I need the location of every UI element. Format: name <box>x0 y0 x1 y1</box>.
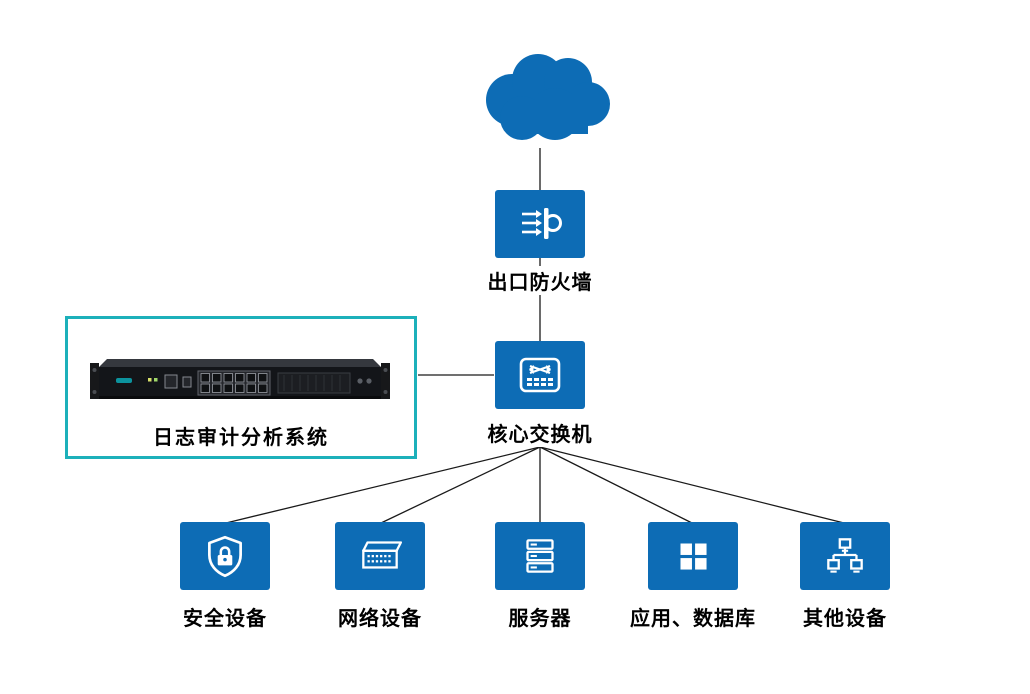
server-icon <box>526 539 554 573</box>
log-audit-system-label: 日志审计分析系统 <box>153 427 329 449</box>
shield-lock-icon <box>208 535 242 578</box>
security-devices-node <box>180 522 270 590</box>
firewall-label: 出口防火墙 <box>485 266 595 295</box>
rack-appliance-image <box>90 359 390 399</box>
core-switch-icon <box>519 357 561 393</box>
log-audit-system-panel: 日志审计分析系统 <box>65 316 417 459</box>
app-database-label: 应用、数据库 <box>628 602 758 631</box>
core-switch-node <box>495 341 585 409</box>
topology-icon <box>827 538 863 573</box>
security-devices-label: 安全设备 <box>181 602 269 631</box>
other-devices-label: 其他设备 <box>801 602 889 631</box>
internet-cloud-icon <box>460 42 625 157</box>
other-devices-node <box>800 522 890 590</box>
core-switch-label: 核心交换机 <box>485 418 595 447</box>
server-node <box>495 522 585 590</box>
app-grid-icon <box>680 543 707 570</box>
firewall-node <box>495 190 585 258</box>
server-label: 服务器 <box>506 602 574 631</box>
network-device-icon <box>362 541 402 569</box>
network-devices-node <box>335 522 425 590</box>
firewall-icon <box>522 208 562 239</box>
network-devices-label: 网络设备 <box>336 602 424 631</box>
app-database-node <box>648 522 738 590</box>
